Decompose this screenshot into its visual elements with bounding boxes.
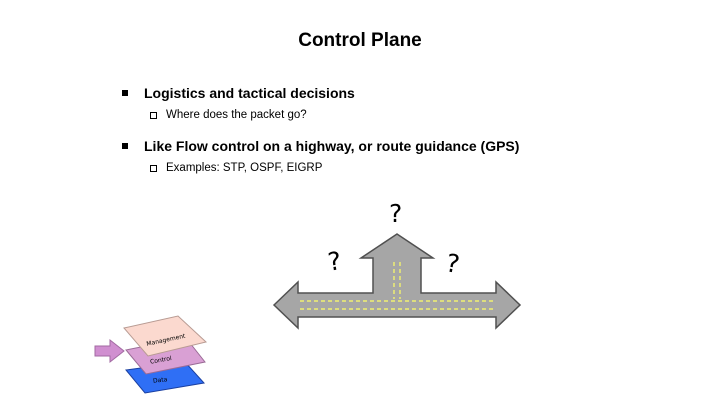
- bullet-item: Logistics and tactical decisions: [122, 84, 682, 104]
- sub-bullet-item: Where does the packet go?: [122, 107, 682, 129]
- square-bullet-icon: [122, 90, 128, 96]
- bullet-text: Like Flow control on a highway, or route…: [144, 138, 520, 154]
- square-bullet-icon: [122, 143, 128, 149]
- question-mark-right: ?: [444, 248, 462, 279]
- bullet-list: Logistics and tactical decisions Where d…: [122, 84, 682, 182]
- plane-layers-diagram: Data Control Management: [94, 315, 208, 394]
- sub-bullet-text: Where does the packet go?: [166, 109, 307, 121]
- management-layer: [123, 315, 208, 357]
- bullet-item: Like Flow control on a highway, or route…: [122, 137, 682, 157]
- bullet-text: Logistics and tactical decisions: [144, 85, 355, 101]
- question-mark-left: ?: [326, 246, 343, 277]
- slide-title: Control Plane: [298, 30, 422, 51]
- highway-arrow-icon: [272, 233, 522, 330]
- sub-bullet-item: Examples: STP, OSPF, EIGRP: [122, 160, 682, 182]
- hollow-square-bullet-icon: [150, 112, 157, 119]
- hollow-square-bullet-icon: [150, 165, 157, 172]
- control-layer-label: Control: [150, 355, 173, 366]
- question-mark-top: ?: [389, 199, 402, 228]
- pointer-arrow-icon: [94, 338, 125, 364]
- data-layer-label: Data: [153, 376, 168, 384]
- sub-bullet-text: Examples: STP, OSPF, EIGRP: [166, 162, 323, 174]
